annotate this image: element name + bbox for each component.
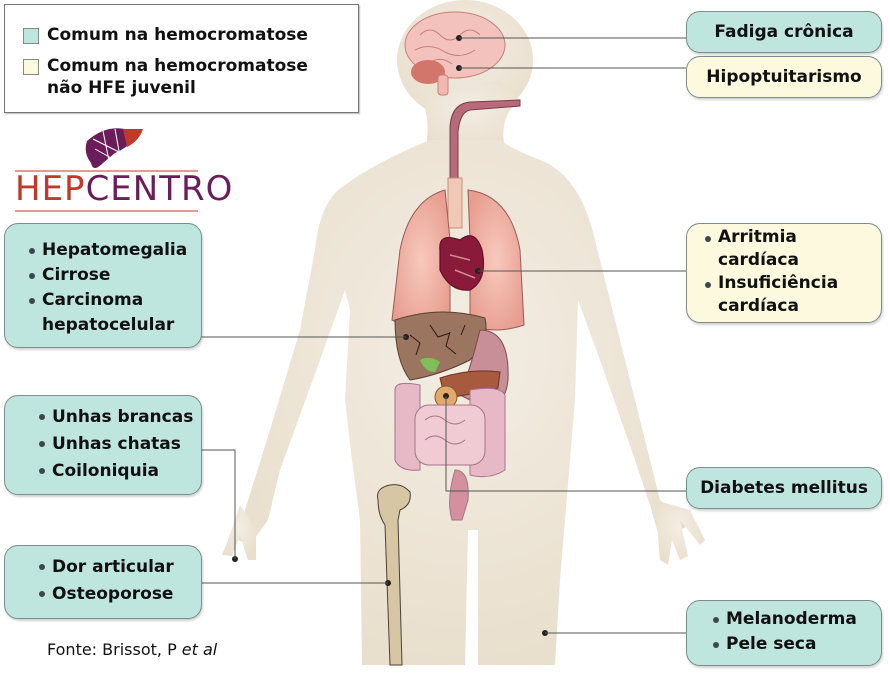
callout-nails-item: Unhas brancas bbox=[37, 404, 201, 431]
callout-cardiac-item: Arritmia cardíaca bbox=[703, 226, 868, 272]
legend-item-juvenile: Comum na hemocromatose não HFE juvenil bbox=[23, 55, 308, 99]
callout-skin-item: Pele seca bbox=[711, 632, 881, 657]
logo-text-centro: CENTRO bbox=[85, 169, 234, 209]
legend: Comum na hemocromatose Comum na hemocrom… bbox=[4, 4, 359, 113]
callout-bones-item: Osteoporose bbox=[37, 581, 201, 608]
source-citation: Fonte: Brissot, P et al bbox=[47, 640, 218, 659]
liver-illustration bbox=[394, 311, 487, 381]
callout-nails-item: Coiloniquia bbox=[37, 458, 201, 485]
callout-skin: Melanoderma Pele seca bbox=[686, 600, 882, 666]
callout-bones-item: Dor articular bbox=[37, 554, 201, 581]
callout-diabetes: Diabetes mellitus bbox=[686, 467, 882, 509]
liver-logo-icon bbox=[15, 128, 198, 212]
heart-illustration bbox=[439, 235, 485, 291]
callout-cardiac-item: Insuficiência cardíaca bbox=[703, 272, 868, 318]
intestines-illustration bbox=[394, 382, 506, 521]
logo-text-hep: HEP bbox=[15, 169, 86, 209]
callout-liver-item: Hepatomegalia bbox=[27, 238, 201, 263]
legend-swatch-teal bbox=[23, 28, 39, 44]
callout-liver-item: Cirrose bbox=[27, 263, 201, 288]
legend-item-common: Comum na hemocromatose bbox=[23, 24, 308, 46]
callout-nails: Unhas brancas Unhas chatas Coiloniquia bbox=[4, 395, 202, 495]
callout-liver: Hepatomegalia Cirrose Carcinoma hepatoce… bbox=[4, 223, 202, 348]
callout-liver-item: Carcinoma hepatocelular bbox=[27, 288, 201, 338]
callout-cardiac: Arritmia cardíaca Insuficiência cardíaca bbox=[686, 223, 882, 323]
stomach-pancreas-illustration bbox=[434, 329, 509, 409]
callout-hypopituitarism: Hipoptuitarismo bbox=[686, 56, 882, 98]
callout-fatigue: Fadiga crônica bbox=[686, 11, 882, 53]
callout-nails-item: Unhas chatas bbox=[37, 431, 201, 458]
legend-swatch-cream bbox=[23, 59, 39, 75]
hepcentro-logo: HEPCENTRO bbox=[15, 123, 232, 213]
callout-bones: Dor articular Osteoporose bbox=[4, 545, 202, 619]
brain-illustration bbox=[404, 11, 506, 96]
callout-skin-item: Melanoderma bbox=[711, 607, 881, 632]
connector-lines bbox=[201, 37, 686, 634]
